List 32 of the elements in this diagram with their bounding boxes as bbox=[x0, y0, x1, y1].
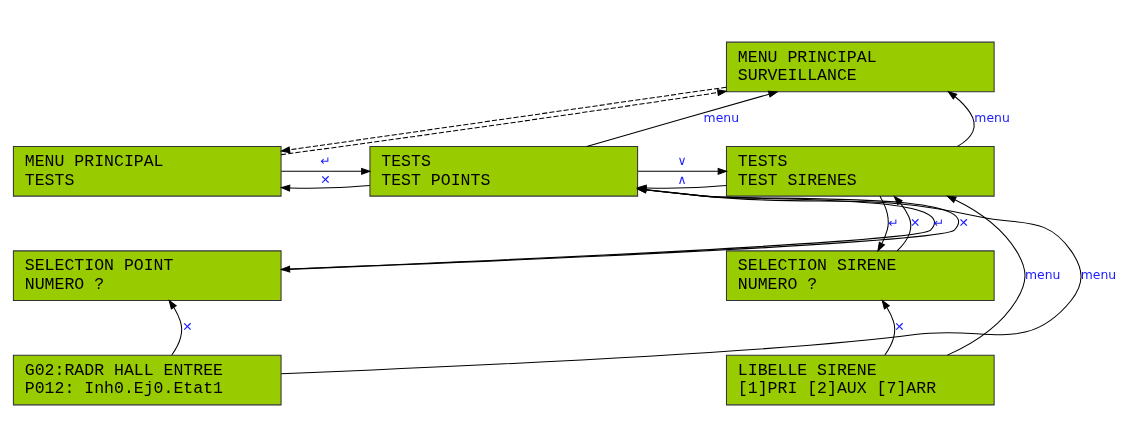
edge-label: ✕ bbox=[909, 214, 921, 230]
arrow bbox=[586, 90, 779, 147]
arrow bbox=[281, 167, 372, 175]
arrow bbox=[893, 195, 912, 252]
arrow bbox=[877, 195, 889, 253]
node-box: SELECTION SIRENE NUMERO ? bbox=[725, 250, 995, 301]
edge-label: ↵ bbox=[320, 152, 331, 168]
node-box: LIBELLE SIRENE [1]PRI [2]AUX [7]ARR bbox=[725, 354, 995, 406]
edge-label: menu bbox=[703, 110, 740, 126]
edge-label: menu bbox=[974, 110, 1010, 126]
edge-label: menu bbox=[1080, 266, 1117, 282]
edge-label: ✕ bbox=[958, 214, 969, 230]
arrow bbox=[637, 167, 728, 175]
node-box: G02:RADR HALL ENTREE P012: Inh0.Ej0.Etat1 bbox=[12, 354, 282, 406]
edge-label: ↵ bbox=[933, 214, 945, 230]
node-box: TESTS TEST SIRENES bbox=[725, 146, 995, 197]
node-box: MENU PRINCIPAL TESTS bbox=[12, 146, 282, 197]
edge-label: ↵ bbox=[888, 214, 899, 230]
arrow bbox=[279, 184, 371, 192]
arrow bbox=[947, 90, 975, 147]
arrow bbox=[881, 299, 896, 356]
arrow bbox=[168, 299, 183, 356]
edge-label: ∨ bbox=[677, 152, 687, 168]
edge-label: ✕ bbox=[894, 319, 905, 335]
edge-label: ✕ bbox=[320, 172, 331, 188]
node-box: TESTS TEST POINTS bbox=[369, 146, 639, 197]
edge-label: ∧ bbox=[677, 172, 687, 188]
node-box: MENU PRINCIPAL SURVEILLANCE bbox=[725, 41, 995, 93]
arrow bbox=[946, 195, 1026, 356]
edge-label: menu bbox=[1025, 266, 1061, 282]
node-box: SELECTION POINT NUMERO ? bbox=[12, 250, 282, 301]
edge-label: ✕ bbox=[182, 319, 193, 335]
